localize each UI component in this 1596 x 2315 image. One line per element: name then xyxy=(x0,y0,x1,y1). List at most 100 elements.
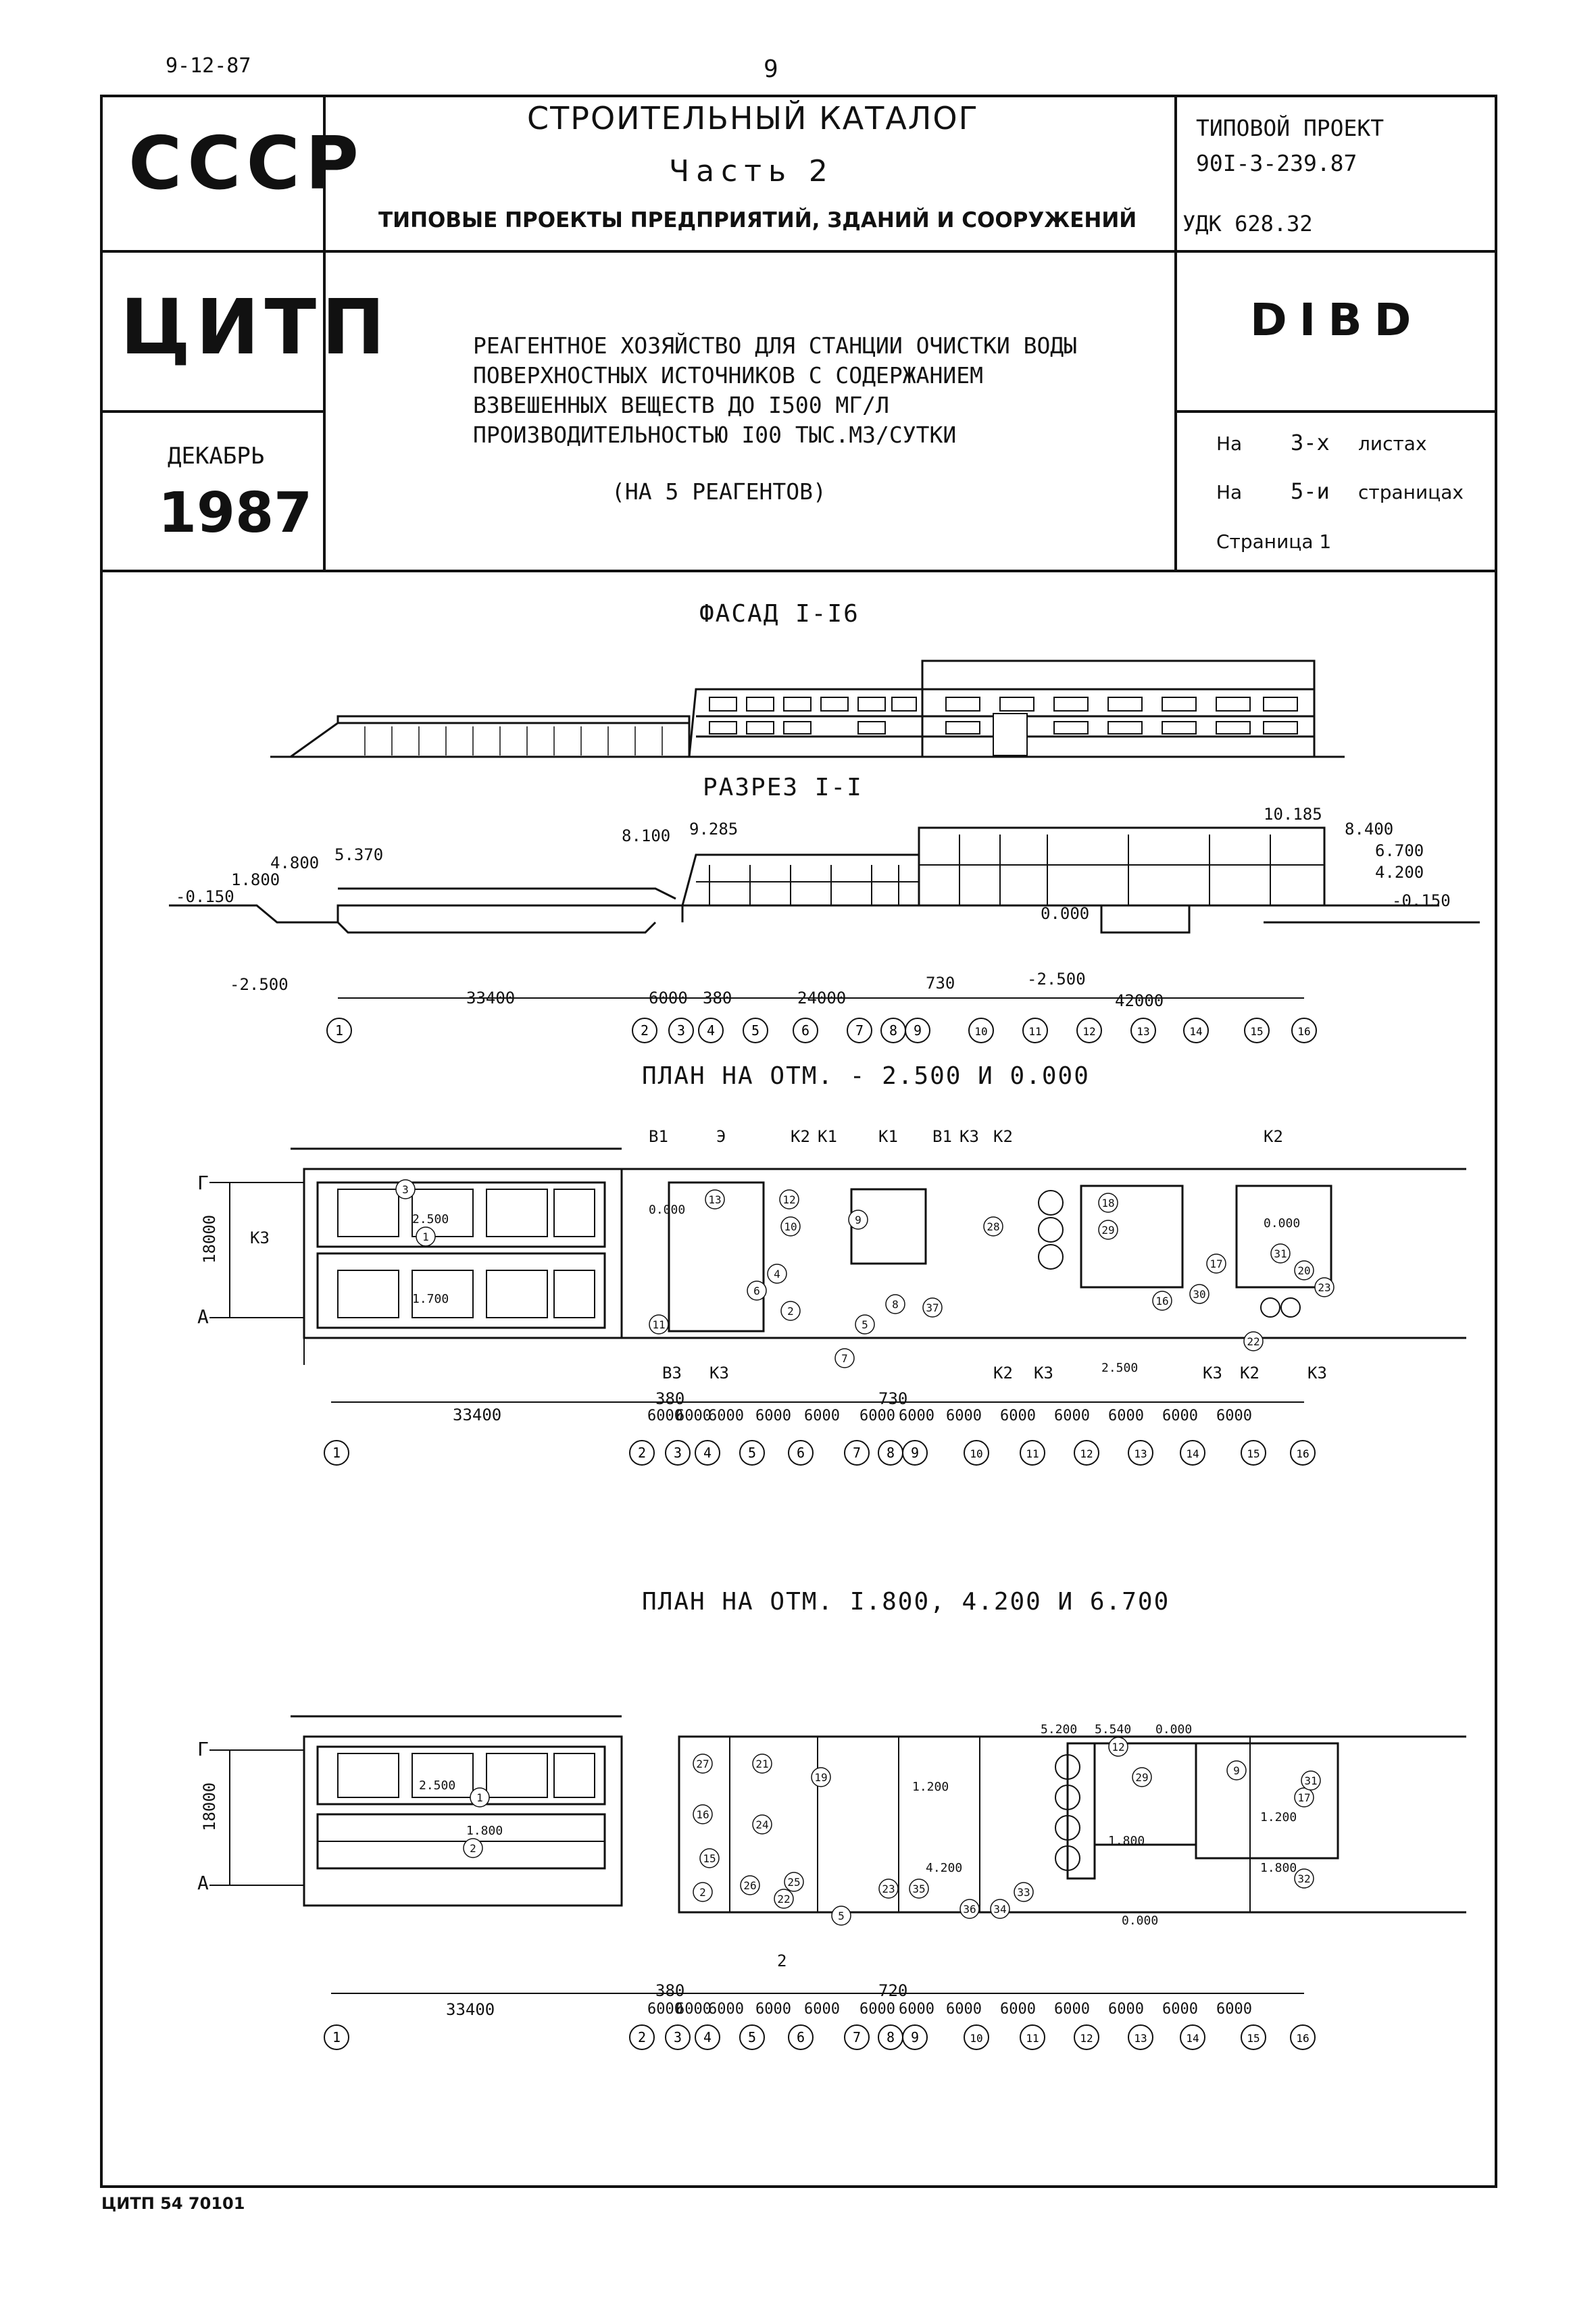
plan1-util-b1: B1 xyxy=(649,1127,668,1146)
axis-bubble xyxy=(1076,1018,1102,1043)
axis-bubble xyxy=(1022,1018,1048,1043)
header-bottom-line xyxy=(100,570,1497,572)
room-number-bubble xyxy=(1189,1284,1210,1304)
axis-label: 16 xyxy=(1296,2032,1309,2045)
elev-2500-left: -2.500 xyxy=(230,975,289,994)
axis-label: 10 xyxy=(970,1447,982,1460)
axis-bubble xyxy=(632,1018,657,1043)
plan1-util-k3-bottom-d: K3 xyxy=(1307,1364,1327,1383)
plan2-mark-1800: 1.800 xyxy=(466,1824,503,1838)
plan1-util-k3-bottom-b: K3 xyxy=(1034,1364,1053,1383)
room-number-bubble xyxy=(463,1838,483,1858)
room-number-bubble xyxy=(1132,1767,1152,1787)
print-date: 9-12-87 xyxy=(166,54,251,78)
room-number-bubble xyxy=(1301,1770,1321,1791)
room-number-bubble xyxy=(1206,1253,1226,1274)
elev-9285: 9.285 xyxy=(689,820,738,839)
bay-dim: 6000 xyxy=(804,1408,840,1424)
axis-bubble xyxy=(1291,1018,1317,1043)
axis-bubble xyxy=(1241,1440,1266,1466)
room-number: 22 xyxy=(777,1893,790,1906)
axis-label: 8 xyxy=(887,2029,895,2045)
elev-1800: 1.800 xyxy=(231,870,280,889)
room-number-bubble xyxy=(848,1210,868,1230)
axis-label: 6 xyxy=(801,1022,809,1039)
axis-bubble xyxy=(1130,1018,1156,1043)
room-number-bubble xyxy=(1108,1737,1128,1757)
axis-bubble xyxy=(902,2024,928,2050)
axis-label: 14 xyxy=(1189,1025,1202,1038)
room-number: 31 xyxy=(1274,1247,1287,1260)
sheets-count: 3-х xyxy=(1291,430,1330,455)
room-number-bubble xyxy=(1098,1193,1118,1213)
page-label: Страница 1 xyxy=(1216,530,1332,553)
plan2-dim-380: 380 xyxy=(655,1981,684,2000)
room-number: 37 xyxy=(926,1301,939,1314)
project-title-line-4: ПРОИЗВОДИТЕЛЬНОСТЬЮ I00 ТЫС.М3/СУТКИ xyxy=(473,422,957,448)
axis-bubble xyxy=(1183,1018,1209,1043)
axis-bubble xyxy=(1074,1440,1099,1466)
axis-bubble xyxy=(844,1440,870,1466)
room-number-bubble xyxy=(811,1767,831,1787)
plan2-title: ПЛАН НА ОТМ. I.800, 4.200 И 6.700 xyxy=(642,1588,1170,1616)
room-number-bubble xyxy=(693,1753,713,1774)
room-number: 35 xyxy=(912,1883,925,1895)
room-number: 19 xyxy=(814,1771,827,1784)
axis-label: 9 xyxy=(914,1022,922,1039)
axis-label: 3 xyxy=(674,2029,682,2045)
room-number-bubble xyxy=(1294,1868,1314,1889)
axis-label: 10 xyxy=(974,1025,987,1038)
section-title: РАЗРЕЗ I-I xyxy=(703,774,863,801)
plan2-mark-1800b: 1.800 xyxy=(1108,1834,1145,1848)
axis-label: 8 xyxy=(887,1445,895,1461)
room-number: 32 xyxy=(1297,1872,1310,1885)
room-number-bubble xyxy=(983,1216,1003,1237)
axis-label: 11 xyxy=(1026,1447,1039,1460)
room-number: 24 xyxy=(755,1818,768,1831)
room-number-bubble xyxy=(705,1189,725,1210)
plan2-dim-720: 720 xyxy=(878,1981,907,2000)
footer-stamp: ЦИТП 54 70101 xyxy=(101,2194,245,2213)
bay-dim: 6000 xyxy=(755,1408,791,1424)
axis-label: 5 xyxy=(751,1022,759,1039)
bay-dim: 6000 xyxy=(1216,1408,1252,1424)
plan2-mark-1200: 1.200 xyxy=(912,1780,949,1794)
room-number-bubble xyxy=(752,1753,772,1774)
catalog-code: DIBD xyxy=(1250,294,1424,346)
room-number-bubble xyxy=(699,1848,720,1868)
room-number: 12 xyxy=(782,1193,795,1206)
axis-label: 7 xyxy=(853,2029,861,2045)
plan1-util-k2: K2 xyxy=(791,1127,810,1146)
bay-dim: 6000 xyxy=(1000,2001,1036,2018)
room-number-bubble xyxy=(780,1301,801,1321)
axis-bubble xyxy=(1128,2024,1153,2050)
axis-label: 4 xyxy=(703,2029,712,2045)
catalog-title: СТРОИТЕЛЬНЫЙ КАТАЛОГ xyxy=(527,100,979,136)
project-title-line-3: ВЗВЕШЕННЫХ ВЕЩЕСТВ ДО I500 МГ/Л xyxy=(473,392,889,418)
room-number-bubble xyxy=(1270,1243,1291,1264)
header-divider-org xyxy=(100,410,326,413)
plan1-width-dim: 18000 xyxy=(200,1215,219,1264)
plan1-mark-0000b: 0.000 xyxy=(1264,1216,1300,1230)
elev-0000: 0.000 xyxy=(1041,904,1089,923)
axis-label: 5 xyxy=(748,1445,756,1461)
axis-label: 12 xyxy=(1080,2032,1093,2045)
plan2-mark-1800c: 1.800 xyxy=(1260,1861,1297,1875)
axis-label: 13 xyxy=(1134,1447,1147,1460)
axis-bubble xyxy=(905,1018,930,1043)
room-number-bubble xyxy=(779,1189,799,1210)
elev-0150-left: -0.150 xyxy=(176,887,234,906)
project-title: РЕАГЕНТНОЕ ХОЗЯЙСТВО ДЛЯ СТАНЦИИ ОЧИСТКИ… xyxy=(473,331,1077,450)
axis-label: 11 xyxy=(1026,2032,1039,2045)
room-number: 4 xyxy=(774,1268,780,1280)
project-title-note: (НА 5 РЕАГЕНТОВ) xyxy=(612,478,826,505)
axis-label: 9 xyxy=(911,1445,919,1461)
elev-5370: 5.370 xyxy=(334,845,383,864)
axis-bubble xyxy=(1244,1018,1270,1043)
room-number: 17 xyxy=(1297,1791,1310,1804)
axis-label: 12 xyxy=(1080,1447,1093,1460)
page-frame xyxy=(100,95,1497,2188)
plan1-mark-0000: 0.000 xyxy=(649,1203,685,1217)
